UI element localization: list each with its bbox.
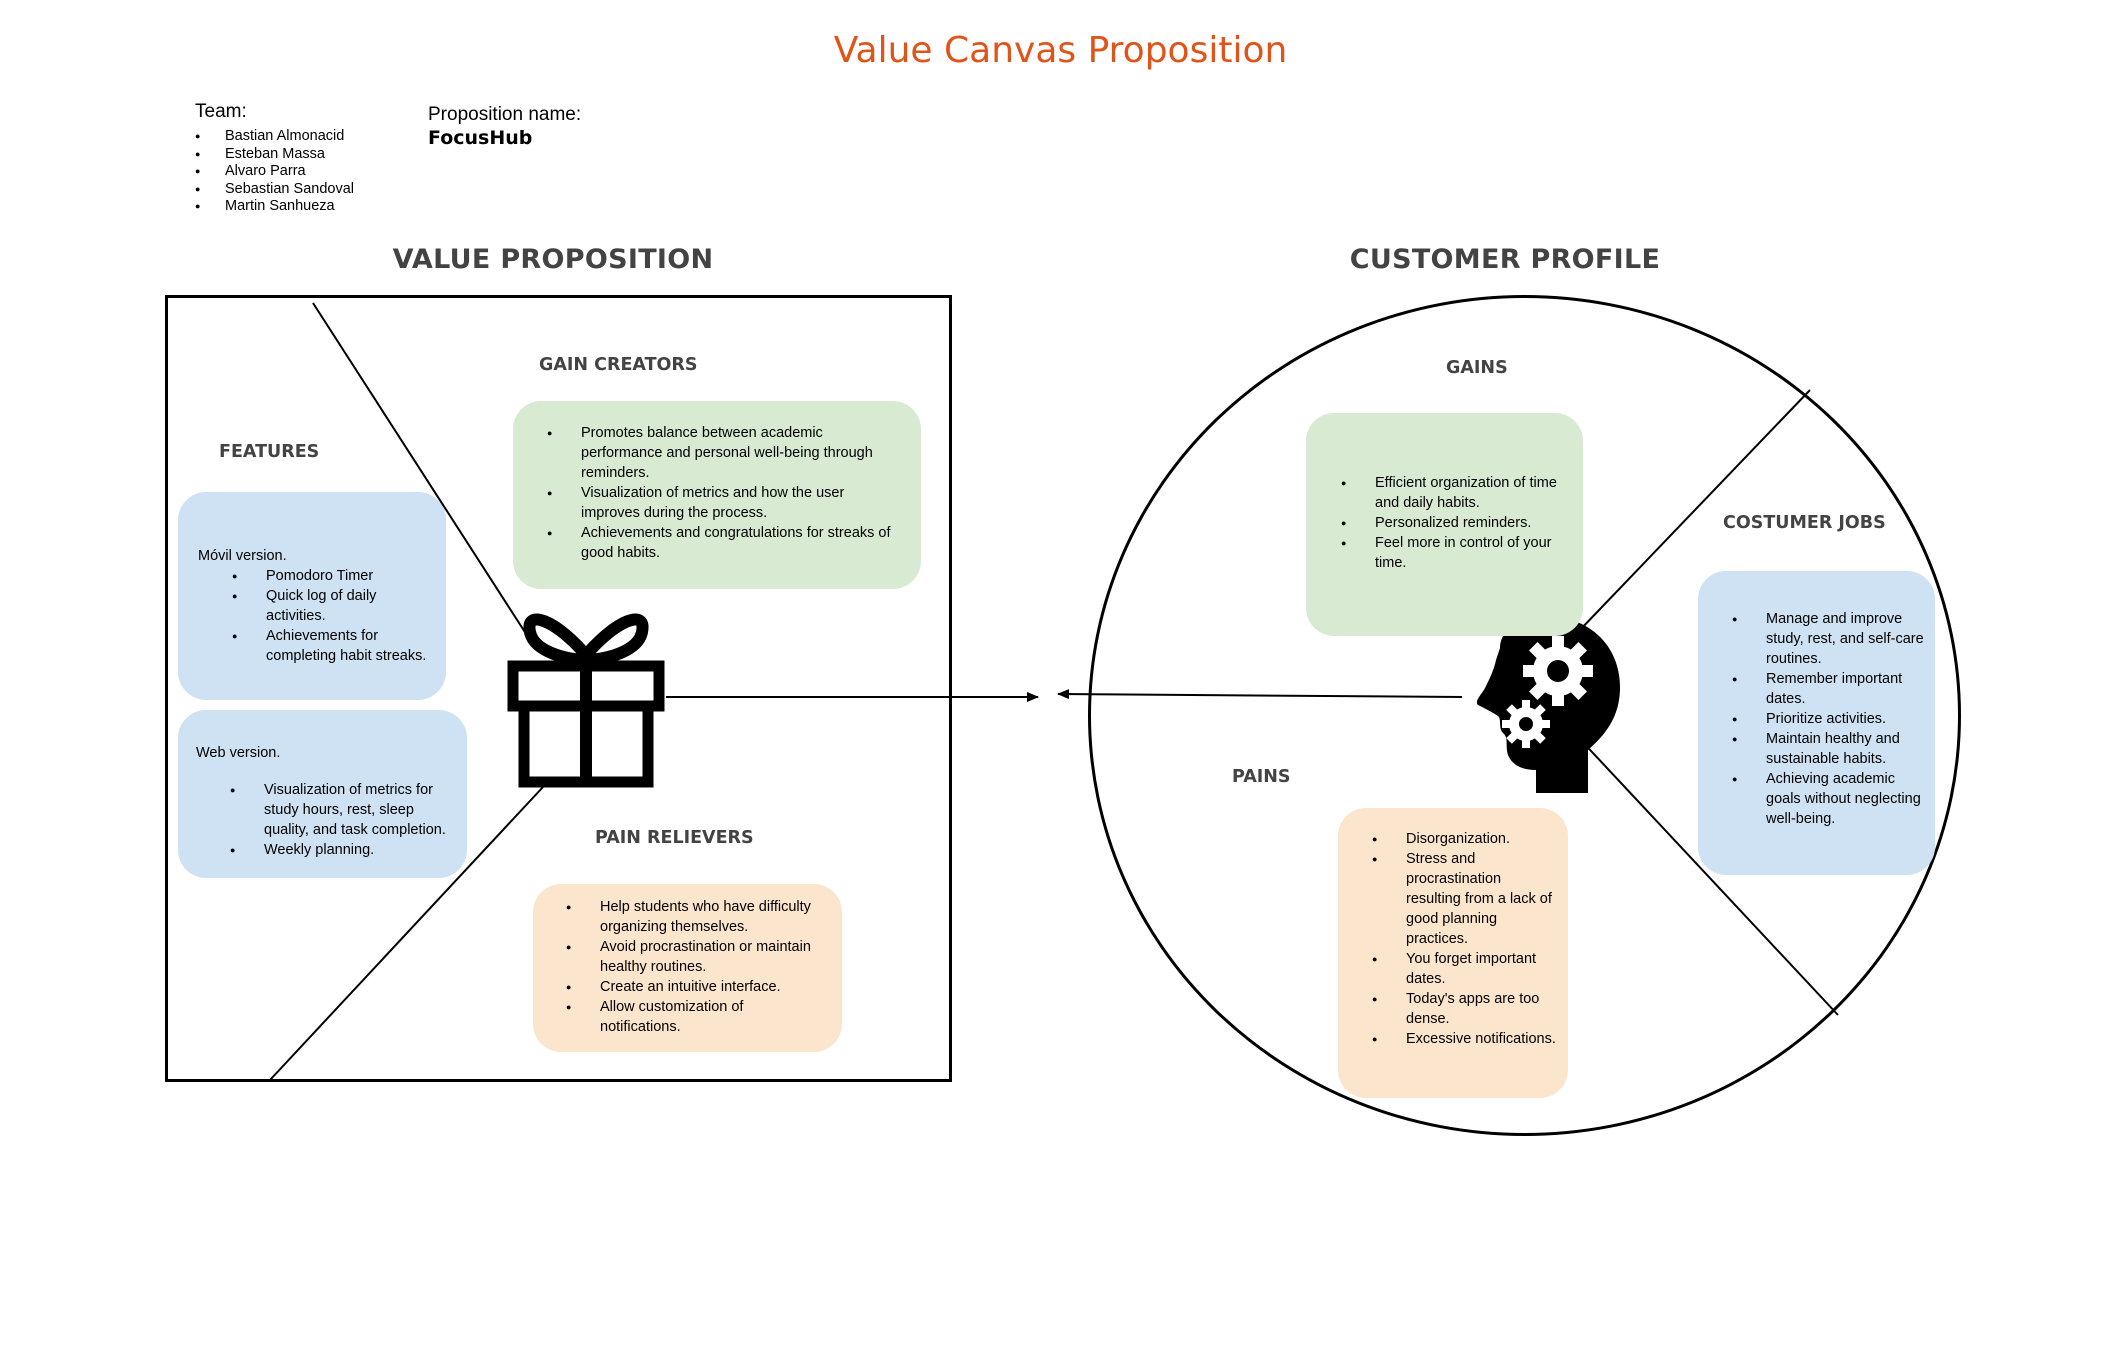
customer-jobs-card: Manage and improve study, rest, and self… [1698,571,1935,875]
team-member: Alvaro Parra [195,163,354,181]
list-item: Remember important dates. [1732,669,1925,709]
list-item: Quick log of daily activities. [232,586,432,626]
mobile-version-heading: Móvil version. [198,548,287,564]
proposition-name: FocusHub [428,127,533,149]
pain-relievers-card: Help students who have difficulty organi… [533,884,842,1052]
list-item: Achievements for completing habit streak… [232,626,432,666]
list-item: Allow customization of notifications. [566,997,828,1037]
customer-jobs-title: COSTUMER JOBS [1723,513,1886,533]
features-title: FEATURES [219,442,320,462]
value-proposition-square [165,295,952,1082]
proposition-label: Proposition name: [428,104,582,125]
team-member: Bastian Almonacid [195,128,354,146]
square-divider-bottom [269,786,544,1081]
page-title: Value Canvas Proposition [833,30,1288,71]
list-item: Excessive notifications. [1372,1029,1558,1049]
web-version-heading: Web version. [196,745,281,761]
list-item: Visualization of metrics and how the use… [547,483,901,523]
square-divider-top [312,302,531,641]
customer-profile-title: CUSTOMER PROFILE [1349,244,1661,275]
pains-title: PAINS [1232,767,1291,787]
list-item: Personalized reminders. [1341,513,1569,533]
list-item: Today's apps are too dense. [1372,989,1558,1029]
team-member: Martin Sanhueza [195,198,354,216]
list-item: Achieving academic goals without neglect… [1732,769,1925,829]
team-member: Esteban Massa [195,146,354,164]
team-member: Sebastian Sandoval [195,181,354,199]
list-item: Avoid procrastination or maintain health… [566,937,828,977]
list-item: Prioritize activities. [1732,709,1925,729]
value-proposition-title: VALUE PROPOSITION [392,244,714,275]
gains-title: GAINS [1446,358,1508,378]
circle-divider-top [1577,389,1811,633]
arrow-to-center-left [1057,689,1463,700]
list-item: Create an intuitive interface. [566,977,828,997]
list-item: Efficient organization of time and daily… [1341,473,1569,513]
circle-divider-bottom [1577,736,1839,1016]
gift-icon [507,613,665,788]
list-item: Achievements and congratulations for str… [547,523,901,563]
team-label: Team: [195,101,247,122]
head-gears-icon [1476,615,1621,793]
list-item: Maintain healthy and sustainable habits. [1732,729,1925,769]
list-item: You forget important dates. [1372,949,1558,989]
mobile-features-card: Móvil version. Pomodoro Timer Quick log … [178,492,446,700]
pain-relievers-title: PAIN RELIEVERS [595,828,754,848]
team-list: Bastian Almonacid Esteban Massa Alvaro P… [195,128,354,216]
list-item: Visualization of metrics for study hours… [230,780,453,840]
list-item: Feel more in control of your time. [1341,533,1569,573]
list-item: Help students who have difficulty organi… [566,897,828,937]
list-item: Promotes balance between academic perfor… [547,423,901,483]
list-item: Stress and procrastination resulting fro… [1372,849,1558,949]
pains-card: Disorganization. Stress and procrastinat… [1338,808,1568,1098]
list-item: Weekly planning. [230,840,453,860]
customer-profile-circle [1088,295,1961,1136]
list-item: Pomodoro Timer [232,566,432,586]
web-features-card: Web version. Visualization of metrics fo… [178,710,467,878]
list-item: Manage and improve study, rest, and self… [1732,609,1925,669]
gain-creators-card: Promotes balance between academic perfor… [513,401,921,589]
gains-card: Efficient organization of time and daily… [1306,413,1583,636]
gain-creators-title: GAIN CREATORS [539,355,698,375]
list-item: Disorganization. [1372,829,1558,849]
